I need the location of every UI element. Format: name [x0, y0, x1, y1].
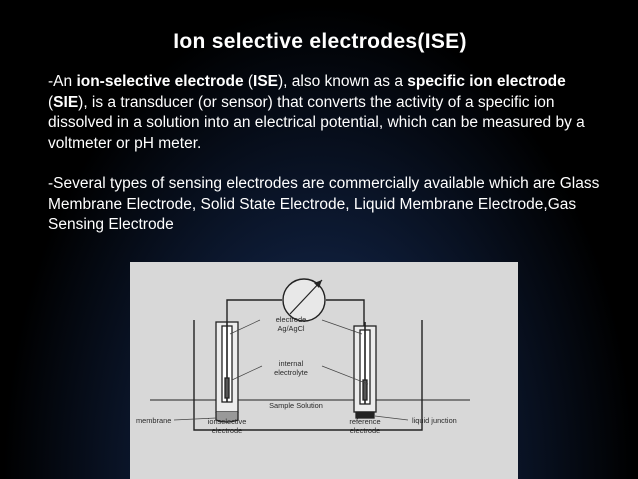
- bold-term-ise: ion-selective electrode: [76, 73, 244, 90]
- label-internal: internal: [279, 359, 304, 368]
- slide-body: -An ion-selective electrode (ISE), also …: [48, 72, 608, 256]
- bold-abbrev-ise: ISE: [253, 73, 279, 90]
- label-reference-electrode: electrode: [350, 426, 380, 435]
- label-ionselective: ionselective: [208, 417, 247, 426]
- beaker-outline: [193, 320, 423, 431]
- text-run: ), also known as a: [278, 73, 408, 90]
- paragraph-definition: -An ion-selective electrode (ISE), also …: [48, 72, 608, 154]
- bold-abbrev-sie: SIE: [53, 93, 79, 111]
- paragraph-types: -Several types of sensing electrodes are…: [48, 175, 600, 233]
- reference-electrode: [353, 322, 377, 419]
- label-electrolyte: electrolyte: [274, 368, 308, 377]
- slide-title: Ion selective electrodes(ISE): [0, 30, 638, 54]
- text-run: (: [243, 73, 254, 90]
- ise-diagram: electrode Ag/AgCl internal electrolyte S…: [130, 262, 518, 479]
- ise-diagram-svg: electrode Ag/AgCl internal electrolyte S…: [136, 278, 470, 435]
- text-run: (: [48, 93, 54, 111]
- label-electrode: electrode: [276, 315, 306, 324]
- bold-term-sie: specific ion electrode: [407, 73, 566, 90]
- label-reference: reference: [349, 417, 380, 426]
- label-ionselective-electrode: electrode: [212, 426, 242, 435]
- ionselective-electrode: [215, 321, 239, 423]
- label-liquid-junction: liquid junction: [412, 416, 457, 425]
- text-run: -An: [48, 73, 77, 90]
- label-membrane: membrane: [136, 416, 171, 425]
- voltmeter: [282, 278, 326, 322]
- label-ag-agcl: Ag/AgCl: [277, 324, 304, 333]
- label-sample-solution: Sample Solution: [269, 401, 323, 410]
- text-run: ), is a transducer (or sensor) that conv…: [48, 93, 585, 152]
- slide-title-text: Ion selective electrodes(ISE): [173, 30, 467, 53]
